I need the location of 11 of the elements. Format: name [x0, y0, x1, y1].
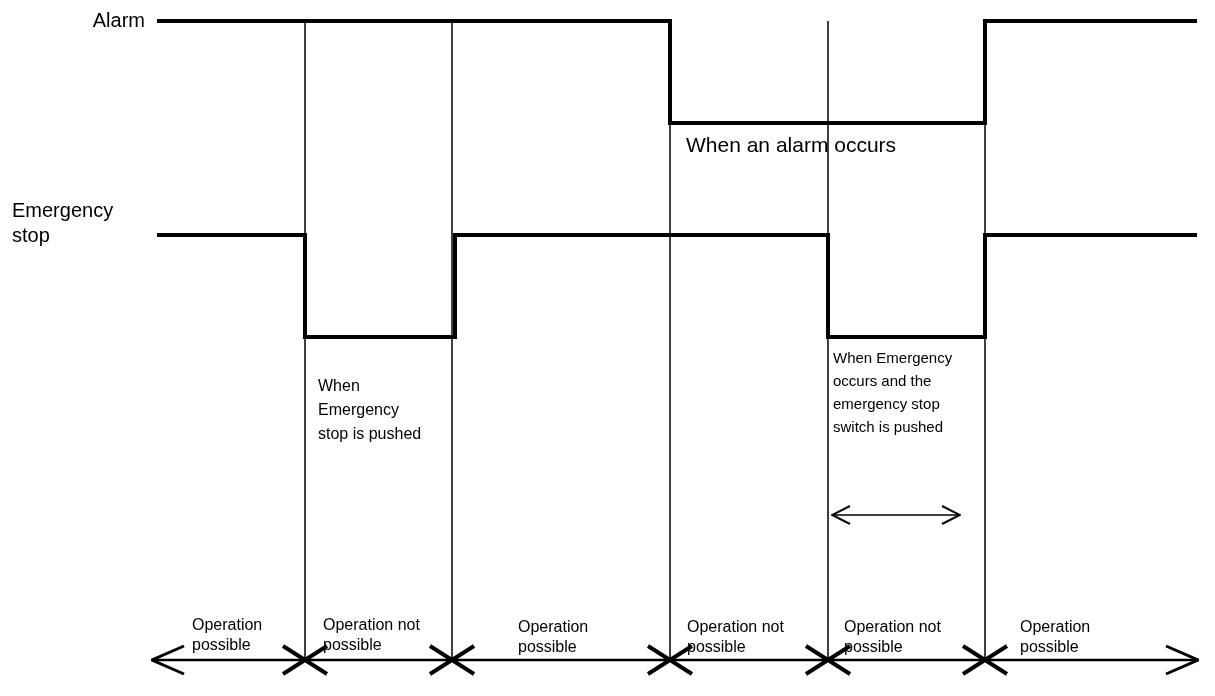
annotation: When Emergency stop is pushed: [318, 376, 423, 444]
interval-label: Operation not possible: [844, 617, 942, 657]
signal-name: Alarm: [91, 8, 145, 33]
interval-label: Operation possible: [1020, 617, 1092, 657]
annotation: When an alarm occurs: [686, 132, 898, 158]
annotation: When Emergency occurs and the emergency stop switch is pushed: [833, 348, 954, 437]
interval-label: Operation not possible: [323, 615, 421, 655]
interval-label: Operation not possible: [687, 617, 785, 657]
signal-name: Emergency stop: [12, 198, 115, 248]
interval-label: Operation possible: [192, 615, 264, 655]
interval-label: Operation possible: [518, 617, 590, 657]
